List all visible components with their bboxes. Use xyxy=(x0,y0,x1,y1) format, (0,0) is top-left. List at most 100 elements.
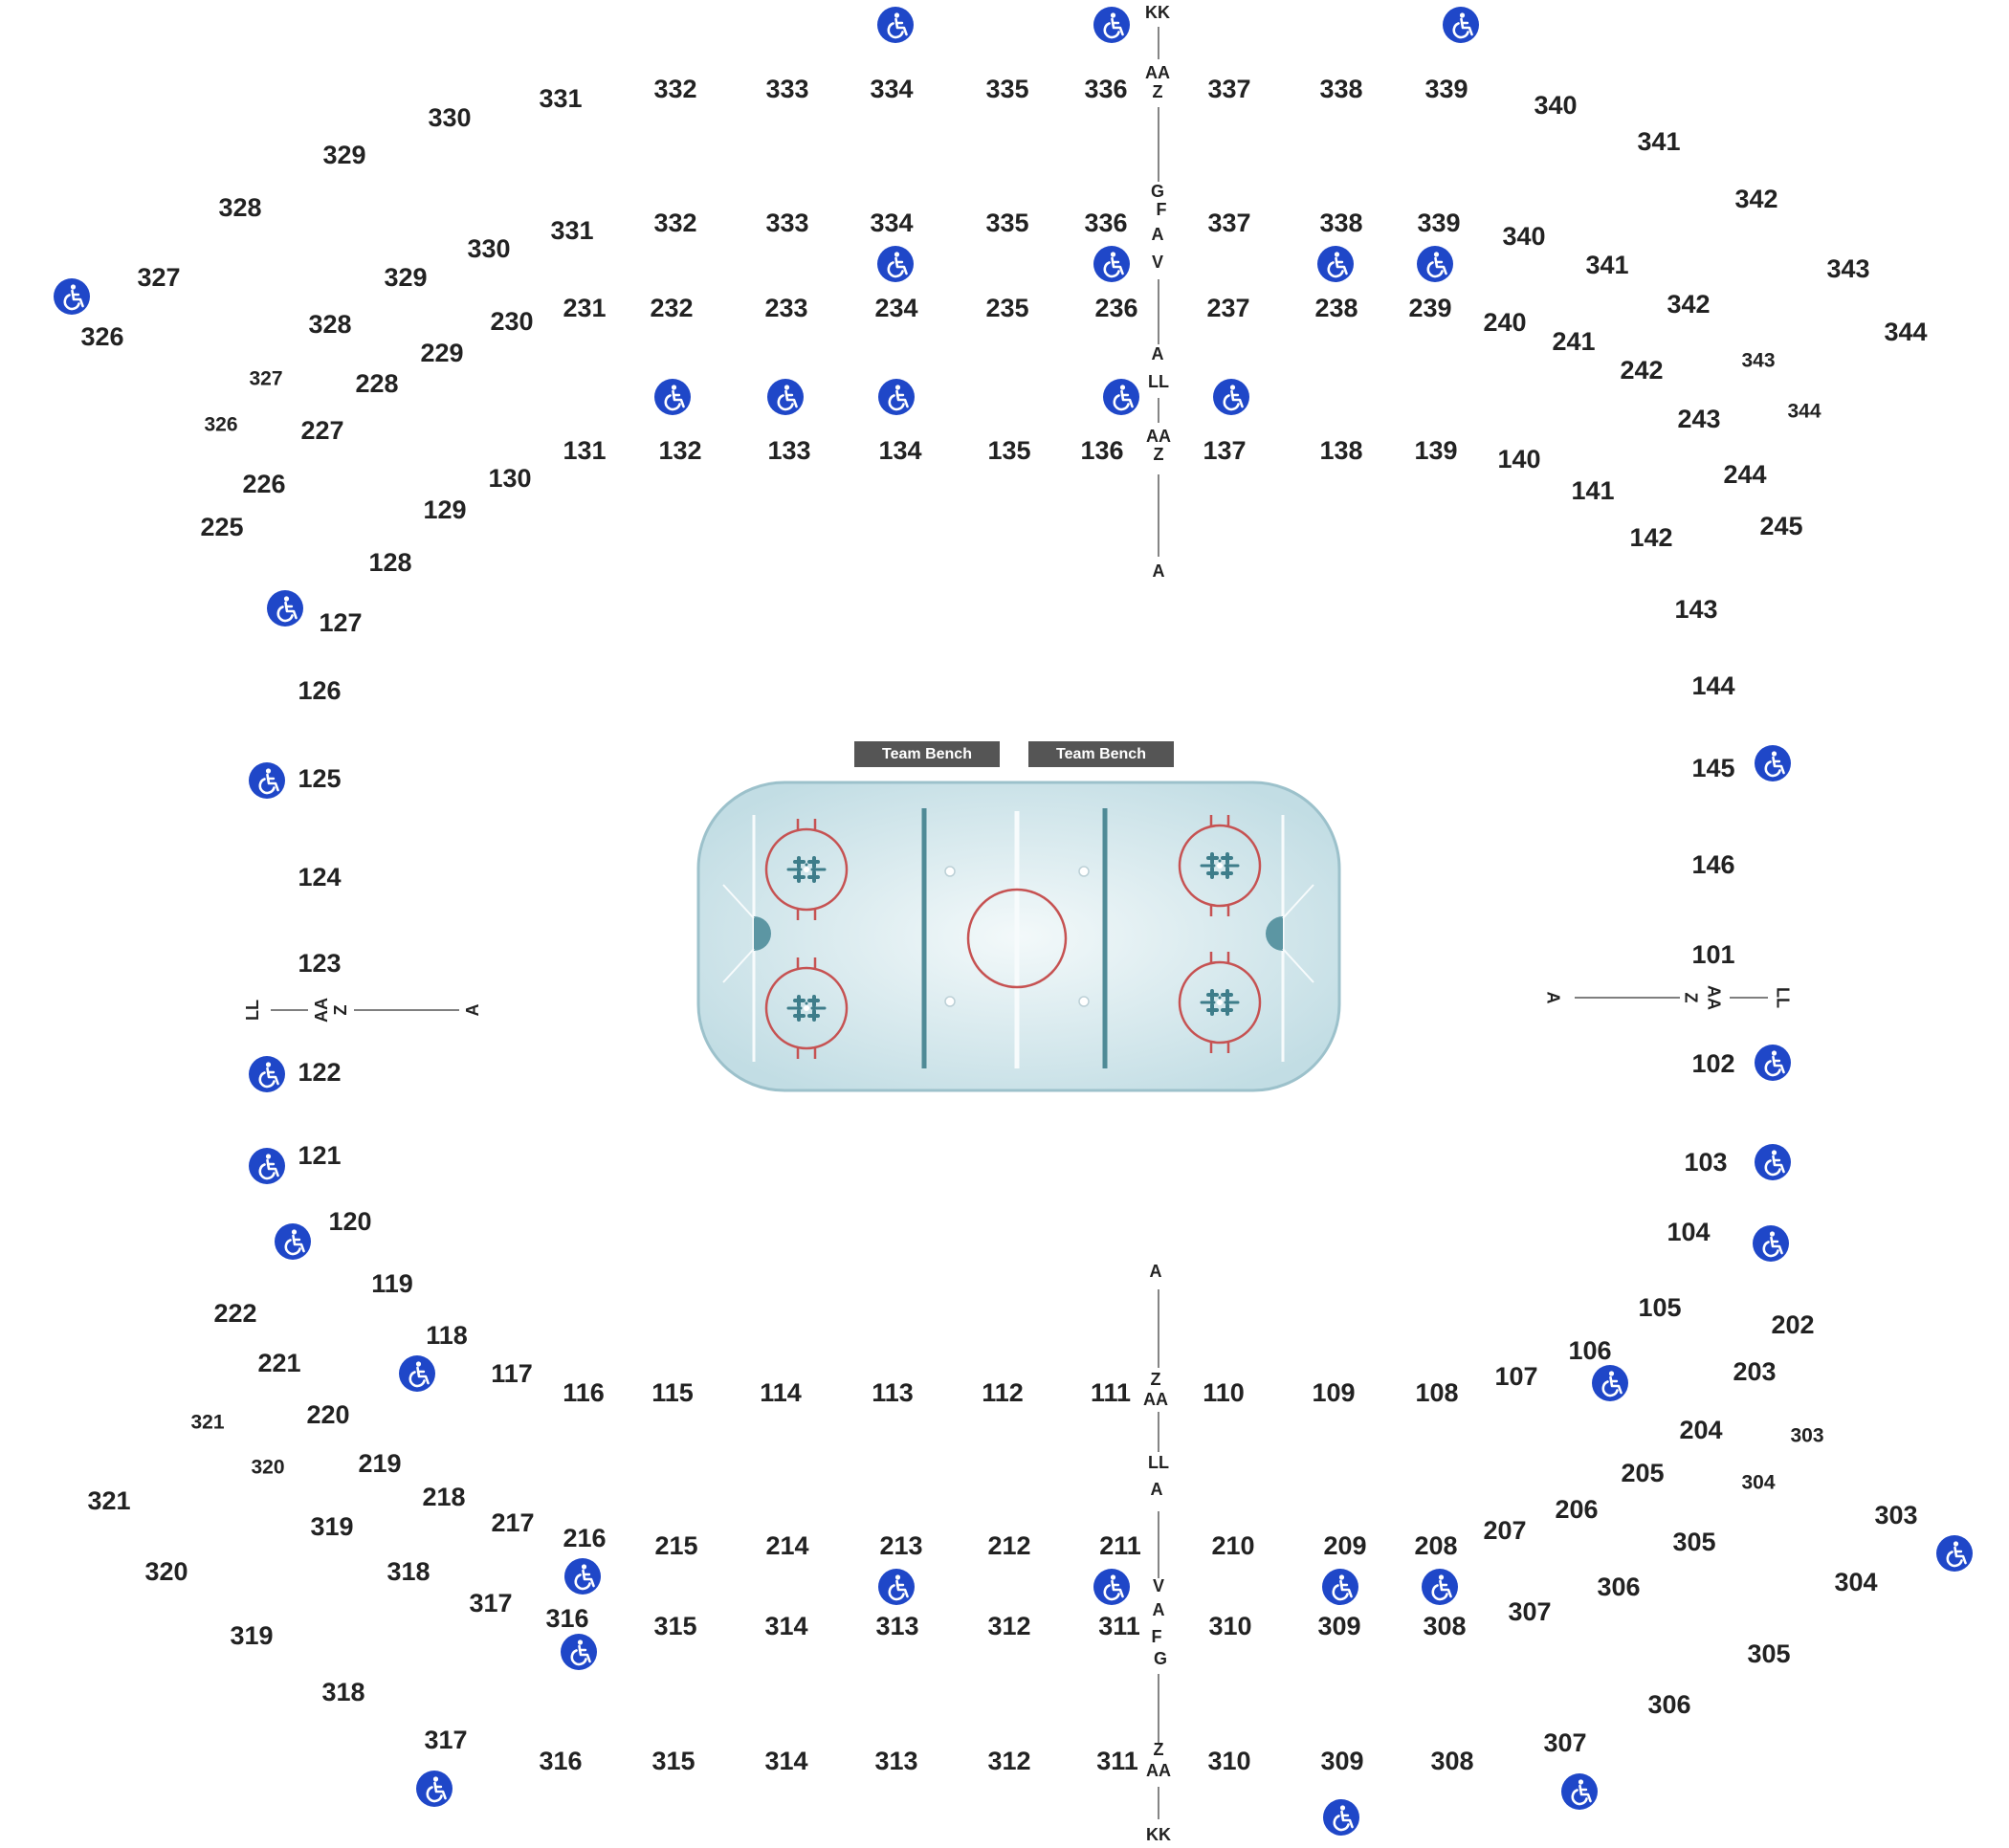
section-106[interactable]: 106 xyxy=(1568,1336,1611,1365)
section-129[interactable]: 129 xyxy=(423,495,466,524)
section-334[interactable]: 334 xyxy=(870,75,913,103)
section-202[interactable]: 202 xyxy=(1771,1310,1814,1339)
section-326[interactable]: 326 xyxy=(80,322,123,351)
section-204[interactable]: 204 xyxy=(1679,1416,1722,1444)
section-326[interactable]: 326 xyxy=(204,414,237,436)
section-332[interactable]: 332 xyxy=(653,75,696,103)
section-130[interactable]: 130 xyxy=(488,464,531,493)
section-303[interactable]: 303 xyxy=(1790,1425,1823,1447)
section-333[interactable]: 333 xyxy=(765,209,808,237)
section-312[interactable]: 312 xyxy=(987,1612,1030,1640)
section-313[interactable]: 313 xyxy=(874,1747,917,1775)
section-304[interactable]: 304 xyxy=(1834,1568,1877,1596)
section-331[interactable]: 331 xyxy=(539,84,582,113)
section-132[interactable]: 132 xyxy=(658,436,701,465)
section-343[interactable]: 343 xyxy=(1741,350,1775,372)
section-335[interactable]: 335 xyxy=(985,75,1028,103)
section-205[interactable]: 205 xyxy=(1621,1459,1664,1487)
section-209[interactable]: 209 xyxy=(1323,1531,1366,1560)
section-212[interactable]: 212 xyxy=(987,1531,1030,1560)
section-321[interactable]: 321 xyxy=(190,1412,224,1434)
section-336[interactable]: 336 xyxy=(1084,209,1127,237)
section-215[interactable]: 215 xyxy=(654,1531,697,1560)
section-243[interactable]: 243 xyxy=(1677,405,1720,433)
section-306[interactable]: 306 xyxy=(1647,1690,1690,1719)
section-318[interactable]: 318 xyxy=(386,1557,430,1586)
section-137[interactable]: 137 xyxy=(1203,436,1246,465)
section-245[interactable]: 245 xyxy=(1759,512,1802,540)
section-237[interactable]: 237 xyxy=(1206,294,1249,322)
section-307[interactable]: 307 xyxy=(1508,1597,1551,1626)
section-312[interactable]: 312 xyxy=(987,1747,1030,1775)
section-219[interactable]: 219 xyxy=(358,1449,401,1478)
section-225[interactable]: 225 xyxy=(200,513,243,541)
section-138[interactable]: 138 xyxy=(1319,436,1362,465)
section-306[interactable]: 306 xyxy=(1597,1573,1640,1601)
section-236[interactable]: 236 xyxy=(1094,294,1137,322)
section-332[interactable]: 332 xyxy=(653,209,696,237)
section-206[interactable]: 206 xyxy=(1555,1495,1598,1524)
section-124[interactable]: 124 xyxy=(298,863,341,891)
section-328[interactable]: 328 xyxy=(308,310,351,339)
section-143[interactable]: 143 xyxy=(1674,595,1717,624)
section-314[interactable]: 314 xyxy=(764,1612,807,1640)
section-142[interactable]: 142 xyxy=(1629,523,1672,552)
section-317[interactable]: 317 xyxy=(424,1726,467,1754)
section-220[interactable]: 220 xyxy=(306,1400,349,1429)
section-317[interactable]: 317 xyxy=(469,1589,512,1617)
section-334[interactable]: 334 xyxy=(870,209,913,237)
section-240[interactable]: 240 xyxy=(1483,308,1526,337)
section-239[interactable]: 239 xyxy=(1408,294,1451,322)
section-344[interactable]: 344 xyxy=(1787,401,1821,423)
section-234[interactable]: 234 xyxy=(874,294,917,322)
section-339[interactable]: 339 xyxy=(1417,209,1460,237)
section-319[interactable]: 319 xyxy=(230,1621,273,1650)
section-307[interactable]: 307 xyxy=(1543,1728,1586,1757)
section-222[interactable]: 222 xyxy=(213,1299,256,1328)
section-330[interactable]: 330 xyxy=(428,103,471,132)
section-134[interactable]: 134 xyxy=(878,436,921,465)
section-232[interactable]: 232 xyxy=(650,294,693,322)
section-337[interactable]: 337 xyxy=(1207,75,1250,103)
section-339[interactable]: 339 xyxy=(1424,75,1468,103)
section-127[interactable]: 127 xyxy=(319,608,362,637)
section-103[interactable]: 103 xyxy=(1684,1148,1727,1177)
section-340[interactable]: 340 xyxy=(1534,91,1577,120)
section-128[interactable]: 128 xyxy=(368,548,411,577)
section-216[interactable]: 216 xyxy=(563,1524,606,1552)
section-316[interactable]: 316 xyxy=(545,1604,588,1633)
section-319[interactable]: 319 xyxy=(310,1512,353,1541)
section-313[interactable]: 313 xyxy=(875,1612,918,1640)
section-102[interactable]: 102 xyxy=(1691,1049,1734,1078)
section-320[interactable]: 320 xyxy=(144,1557,188,1586)
section-336[interactable]: 336 xyxy=(1084,75,1127,103)
section-341[interactable]: 341 xyxy=(1637,127,1680,156)
section-318[interactable]: 318 xyxy=(321,1678,364,1706)
section-228[interactable]: 228 xyxy=(355,369,398,398)
section-342[interactable]: 342 xyxy=(1667,290,1710,319)
section-101[interactable]: 101 xyxy=(1691,940,1734,969)
section-311[interactable]: 311 xyxy=(1096,1747,1138,1775)
section-303[interactable]: 303 xyxy=(1874,1501,1917,1529)
section-304[interactable]: 304 xyxy=(1741,1472,1775,1494)
section-123[interactable]: 123 xyxy=(298,949,341,978)
section-218[interactable]: 218 xyxy=(422,1483,465,1511)
section-308[interactable]: 308 xyxy=(1430,1747,1473,1775)
section-331[interactable]: 331 xyxy=(550,216,593,245)
section-135[interactable]: 135 xyxy=(987,436,1030,465)
section-235[interactable]: 235 xyxy=(985,294,1028,322)
section-230[interactable]: 230 xyxy=(490,307,533,336)
section-112[interactable]: 112 xyxy=(982,1378,1024,1407)
section-329[interactable]: 329 xyxy=(322,141,365,169)
section-116[interactable]: 116 xyxy=(563,1378,605,1407)
section-115[interactable]: 115 xyxy=(651,1378,694,1407)
section-141[interactable]: 141 xyxy=(1571,476,1614,505)
section-342[interactable]: 342 xyxy=(1734,185,1777,213)
section-136[interactable]: 136 xyxy=(1080,436,1123,465)
section-107[interactable]: 107 xyxy=(1494,1362,1537,1391)
section-343[interactable]: 343 xyxy=(1826,254,1869,283)
section-305[interactable]: 305 xyxy=(1672,1528,1715,1556)
section-338[interactable]: 338 xyxy=(1319,209,1362,237)
section-241[interactable]: 241 xyxy=(1552,327,1595,356)
section-221[interactable]: 221 xyxy=(257,1349,300,1377)
